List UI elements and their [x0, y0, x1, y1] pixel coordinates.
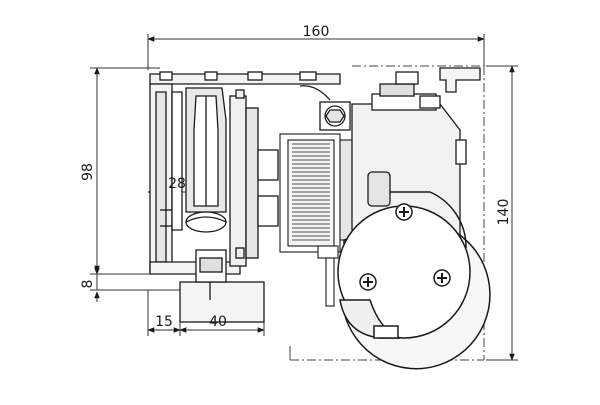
- screw-icon: [395, 203, 413, 221]
- grooved-wheel: [185, 87, 227, 233]
- gearbox-housing: [299, 71, 467, 245]
- dim-label-frame-height: 98: [80, 163, 96, 181]
- dim-label-base-margin: 15: [155, 314, 173, 330]
- dim-label-overall-width: 160: [303, 24, 330, 40]
- dimension-labels: 160 140 98 8 28 15 40: [80, 24, 512, 330]
- screw-icon: [359, 273, 377, 291]
- dim-label-wheel-offset: 28: [168, 176, 186, 192]
- motor-disc: [337, 191, 491, 370]
- dim-label-base-thickness: 8: [80, 280, 96, 289]
- base-block: [179, 249, 265, 323]
- dim-label-base-width: 40: [209, 314, 227, 330]
- screws: [359, 203, 451, 291]
- bracket-plate: [229, 89, 279, 267]
- dim-label-overall-height: 140: [496, 199, 512, 226]
- screw-icon: [433, 269, 451, 287]
- rail-profile: [149, 67, 481, 275]
